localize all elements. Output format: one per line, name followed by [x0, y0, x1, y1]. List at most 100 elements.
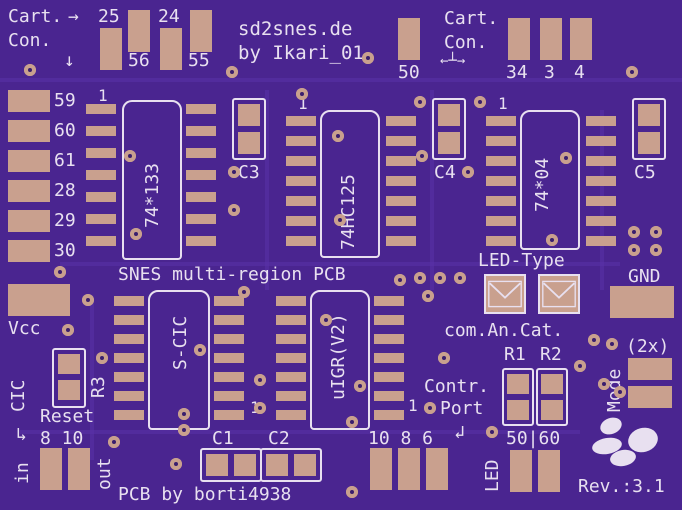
ic-pin-pad [386, 236, 416, 246]
cap-c2-outline [260, 448, 322, 482]
via [320, 314, 332, 326]
ic-pin-pad [86, 104, 116, 114]
ic-pin-pad [586, 156, 616, 166]
resistor-r2-label: R2 [540, 344, 562, 365]
arrow-down-icon: ↓ [64, 50, 75, 71]
via [486, 426, 498, 438]
side-pin-label: 29 [54, 210, 76, 231]
ic-pin-pad [286, 216, 316, 226]
ic-pin-pad [214, 410, 244, 420]
cic-out-label: out [94, 457, 115, 490]
ic-pin-pad [586, 236, 616, 246]
gnd-label: GND [628, 266, 661, 287]
ic-74hc125 [320, 110, 380, 258]
cic-label: CIC [8, 379, 29, 412]
board-subtitle: SNES multi-region PCB [118, 264, 346, 285]
pad [8, 150, 50, 172]
ic-pin-pad [286, 136, 316, 146]
trace [430, 90, 434, 290]
ic-pin-pad [386, 136, 416, 146]
ic-pin-pad [186, 170, 216, 180]
ic-pin-pad [276, 296, 306, 306]
via [254, 402, 266, 414]
ic-pin-pad [486, 216, 516, 226]
ic-pin-pad [374, 391, 404, 401]
contr-port-label-1: Contr. [424, 376, 490, 397]
cap-c4-outline [432, 98, 466, 160]
ic-pin-pad [86, 170, 116, 180]
u2-pin1-label: 1 [298, 94, 308, 113]
ic-pin-pad [486, 136, 516, 146]
pad [507, 374, 529, 394]
cart-pin-3: 3 [544, 62, 555, 83]
ic-pin-pad [214, 372, 244, 382]
envelope-icon [542, 280, 576, 308]
led-values-label: 50|60 [506, 428, 561, 449]
led-type-jumper-2 [538, 274, 580, 314]
ic-pin-pad [374, 372, 404, 382]
via [82, 294, 94, 306]
via [254, 374, 266, 386]
ic-pin-pad [386, 116, 416, 126]
via [130, 228, 142, 240]
via [424, 402, 436, 414]
ic-pin-pad [486, 156, 516, 166]
via [422, 290, 434, 302]
pad [160, 28, 182, 70]
pad [398, 18, 420, 60]
pad [541, 374, 563, 394]
pad [58, 354, 80, 374]
ic-pin-pad [286, 196, 316, 206]
cap-c5-outline [632, 98, 666, 160]
via [614, 386, 626, 398]
pad [538, 450, 560, 492]
cic-in-label: in [12, 462, 33, 484]
pad [541, 400, 563, 420]
ic-pin-pad [86, 214, 116, 224]
pad [628, 386, 672, 408]
contr-port-label-2: Port [440, 398, 484, 419]
ic-pin-pad [186, 214, 216, 224]
cart-pin-4: 4 [574, 62, 585, 83]
pad [40, 448, 62, 490]
pad [426, 448, 448, 490]
pad [540, 18, 562, 60]
ic-pin-pad [286, 236, 316, 246]
u5-pin1-label: 1 [408, 396, 418, 415]
cart-pin-25: 25 [98, 6, 120, 27]
cart-con-right-label-1: Cart. [444, 8, 499, 29]
pad [508, 18, 530, 60]
via [628, 226, 640, 238]
ic-pin-pad [286, 156, 316, 166]
via [474, 96, 486, 108]
board-author: by Ikari_01 [238, 42, 364, 64]
ic-pin-pad [586, 136, 616, 146]
via [62, 324, 74, 336]
pcb-credit: PCB by borti4938 [118, 484, 292, 505]
arrow-left-hook-icon: ↲ [454, 422, 465, 443]
cap-c2-label: C2 [268, 428, 290, 449]
ic-pin-pad [214, 353, 244, 363]
trace [20, 430, 580, 434]
pad [294, 454, 316, 476]
cart-con-right-label-2: Con. [444, 32, 488, 53]
mode-count-label: (2x) [626, 336, 670, 357]
pad [398, 448, 420, 490]
cart-pin-24: 24 [158, 6, 180, 27]
ic-pin-pad [374, 315, 404, 325]
via [414, 272, 426, 284]
cic-pins-label: 8 10 [40, 428, 84, 449]
arrow-right-icon: → [68, 6, 79, 27]
via [546, 234, 558, 246]
via [628, 244, 640, 256]
side-pin-label: 30 [54, 240, 76, 261]
ic-pin-pad [586, 196, 616, 206]
ic-pin-pad [374, 296, 404, 306]
pad [510, 450, 532, 492]
pad [128, 10, 150, 52]
ic-pin-pad [486, 176, 516, 186]
ic-74-04-label: 74*04 [532, 157, 553, 212]
pad [234, 454, 256, 476]
via [462, 166, 474, 178]
pad [570, 18, 592, 60]
